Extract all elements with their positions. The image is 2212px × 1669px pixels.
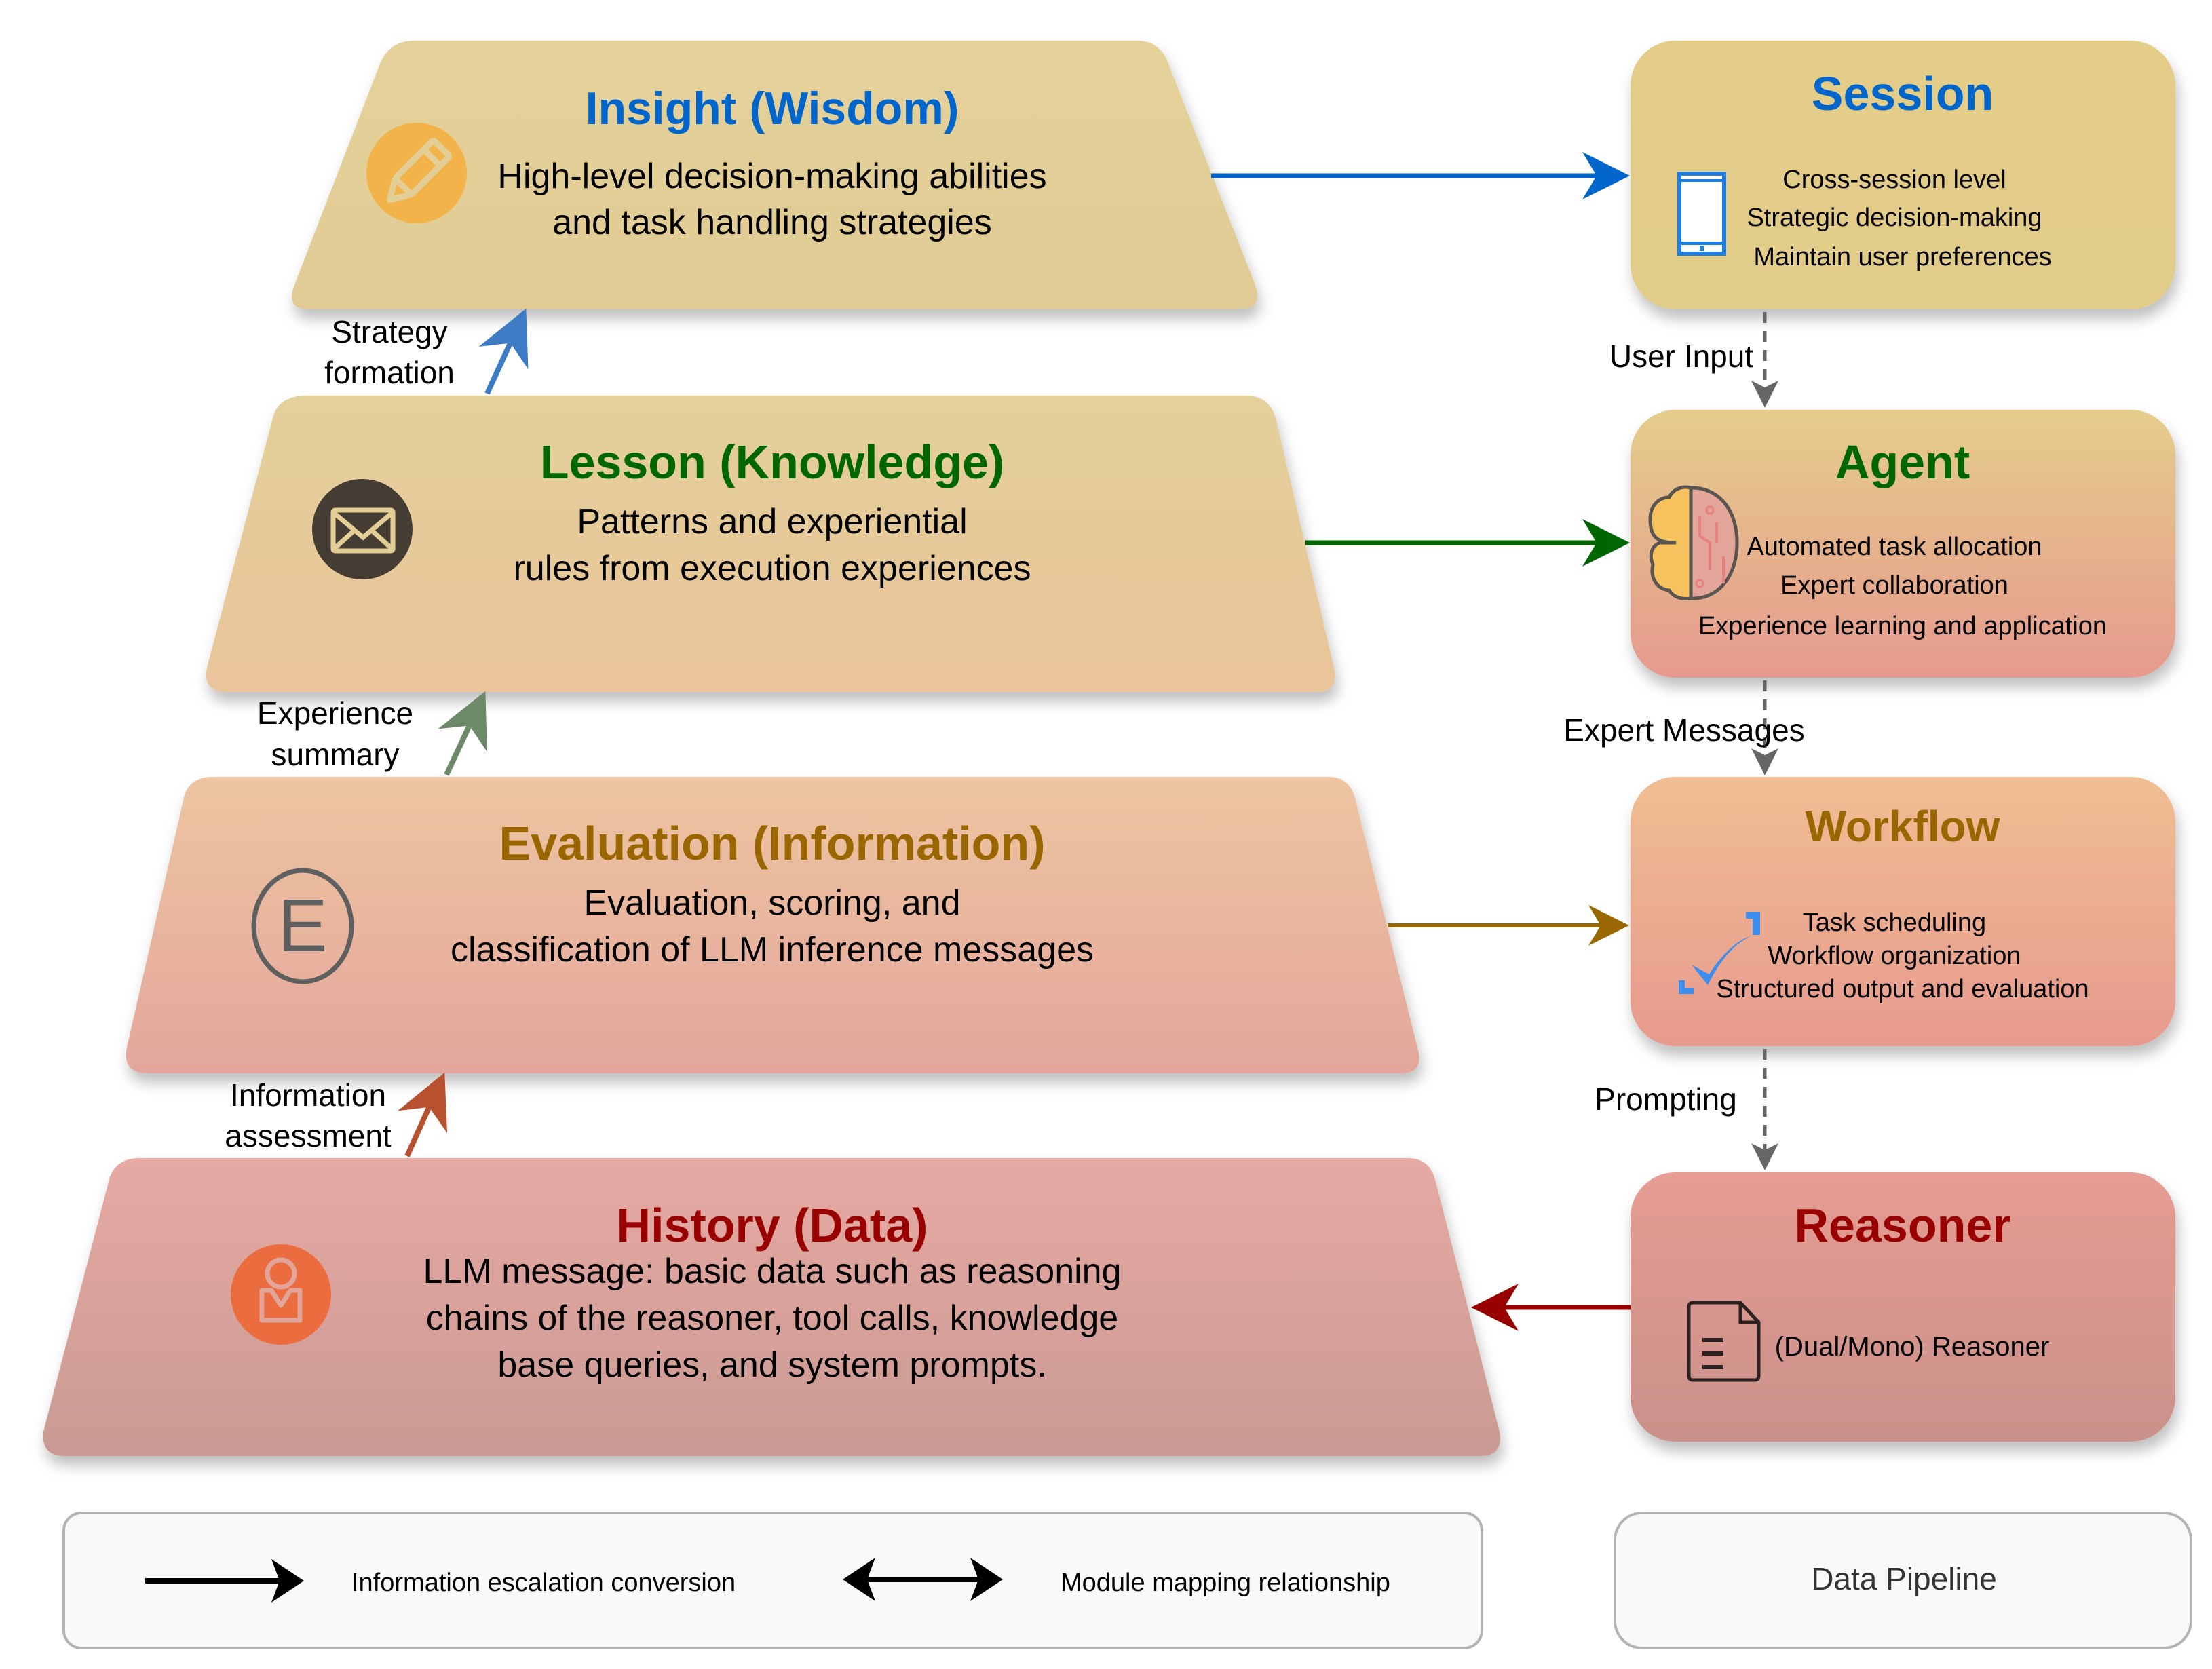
pipeline-flow-prompting: Prompting xyxy=(1595,1049,1778,1170)
pipeline-flow-label: Expert Messages xyxy=(1563,712,1804,748)
module-workflow-title: Workflow xyxy=(1806,802,2000,851)
escalation-label-line-1: Experience xyxy=(257,695,413,731)
envelope-icon xyxy=(312,479,413,579)
layer-history-desc-line-1: LLM message: basic data such as reasonin… xyxy=(423,1252,1121,1291)
escalation-label-line-1: Information xyxy=(230,1077,386,1113)
layer-lesson[interactable]: Lesson (Knowledge) Patterns and experien… xyxy=(206,396,1335,692)
layer-insight-shape xyxy=(292,41,1258,309)
layer-insight-desc-line-1: High-level decision-making abilities xyxy=(497,157,1046,196)
layer-history-desc-line-3: base queries, and system prompts. xyxy=(497,1345,1046,1385)
module-workflow-item: Task scheduling xyxy=(1803,908,1986,937)
legend: Information escalation conversion Module… xyxy=(62,1512,2192,1649)
layer-history-title: History (Data) xyxy=(617,1199,928,1252)
layer-lesson-desc-line-1: Patterns and experiential xyxy=(577,502,967,541)
layer-evaluation[interactable]: E Evaluation (Information) Evaluation, s… xyxy=(126,777,1419,1073)
module-session-item: Cross-session level xyxy=(1782,166,2006,194)
escalation-label-line-2: formation xyxy=(324,355,455,390)
letter-e-circle-icon: E xyxy=(251,868,354,984)
module-session-item: Maintain user preferences xyxy=(1753,243,2051,271)
document-icon xyxy=(1687,1301,1761,1382)
pipeline-flow-user-input: User Input xyxy=(1609,312,1778,408)
mobile-phone-icon xyxy=(1677,172,1726,256)
module-workflow-item: Structured output and evaluation xyxy=(1716,975,2089,1003)
module-session[interactable]: Session Cross-session level Strategic de… xyxy=(1631,41,2175,309)
escalation-label-line-2: assessment xyxy=(225,1118,392,1153)
escalation-arrow-evaluation-to-lesson xyxy=(438,691,487,776)
layer-evaluation-shape xyxy=(126,777,1419,1073)
module-session-item: Strategic decision-making xyxy=(1747,204,2042,232)
legend-item-escalation: Information escalation conversion xyxy=(145,1559,736,1603)
module-agent-item: Experience learning and application xyxy=(1698,612,2107,640)
pipeline-flow-label: User Input xyxy=(1609,339,1753,374)
layer-insight[interactable]: Insight (Wisdom) High-level decision-mak… xyxy=(292,41,1258,309)
user-icon xyxy=(231,1244,331,1345)
module-workflow-item: Workflow organization xyxy=(1768,942,2021,970)
layer-evaluation-desc-line-2: classification of LLM inference messages xyxy=(451,930,1094,970)
layer-lesson-title: Lesson (Knowledge) xyxy=(540,436,1004,488)
checkmark-icon xyxy=(1679,912,1760,994)
brain-icon xyxy=(1648,485,1739,600)
module-session-title: Session xyxy=(1812,67,1994,120)
escalation-information-assessment: Information assessment xyxy=(225,1072,448,1157)
layer-lesson-desc-line-2: rules from execution experiences xyxy=(513,549,1031,588)
module-reasoner-shape xyxy=(1631,1172,2175,1442)
data-pipeline-box xyxy=(1614,1512,2192,1649)
pipeline-flow-label: Prompting xyxy=(1595,1081,1737,1117)
module-workflow[interactable]: Workflow Task scheduling Workflow organi… xyxy=(1631,777,2175,1046)
module-workflow-shape xyxy=(1631,777,2175,1046)
layer-history-desc-line-2: chains of the reasoner, tool calls, know… xyxy=(426,1299,1118,1338)
svg-text:E: E xyxy=(278,884,327,967)
layer-insight-title: Insight (Wisdom) xyxy=(586,83,959,134)
layer-lesson-shape xyxy=(206,396,1335,692)
module-agent-item: Automated task allocation xyxy=(1747,533,2042,561)
pipeline-flow-expert-messages: Expert Messages xyxy=(1563,680,1805,775)
module-agent-shape xyxy=(1631,410,2175,678)
layer-history[interactable]: History (Data) LLM message: basic data s… xyxy=(43,1158,1500,1456)
layer-evaluation-desc-line-1: Evaluation, scoring, and xyxy=(584,883,960,923)
pencil-icon xyxy=(366,123,467,223)
layer-history-shape xyxy=(43,1158,1500,1456)
module-reasoner-item: (Dual/Mono) Reasoner xyxy=(1775,1332,2050,1362)
module-agent[interactable]: Agent Automated task allocation Expert c… xyxy=(1631,410,2175,678)
legend-item-mapping: Module mapping relationship xyxy=(843,1558,1390,1601)
module-session-shape xyxy=(1631,41,2175,309)
data-pipeline-label: Data Pipeline xyxy=(1811,1561,1997,1596)
legend-box xyxy=(62,1512,1483,1649)
module-agent-title: Agent xyxy=(1835,436,1970,488)
module-reasoner-title: Reasoner xyxy=(1794,1199,2010,1252)
module-reasoner[interactable]: Reasoner (Dual/Mono) Reasoner xyxy=(1631,1172,2175,1442)
module-agent-item: Expert collaboration xyxy=(1780,571,2008,600)
escalation-label-line-2: summary xyxy=(271,737,399,772)
legend-label: Module mapping relationship xyxy=(1061,1569,1390,1597)
layer-insight-desc-line-2: and task handling strategies xyxy=(552,203,992,242)
escalation-label-line-1: Strategy xyxy=(331,314,447,349)
legend-label: Information escalation conversion xyxy=(351,1569,736,1597)
escalation-arrow-history-to-evaluation xyxy=(398,1072,448,1157)
escalation-arrow-lesson-to-insight xyxy=(478,308,529,395)
escalation-strategy-formation: Strategy formation xyxy=(324,308,529,395)
escalation-experience-summary: Experience summary xyxy=(257,691,487,776)
layer-evaluation-title: Evaluation (Information) xyxy=(499,817,1046,870)
